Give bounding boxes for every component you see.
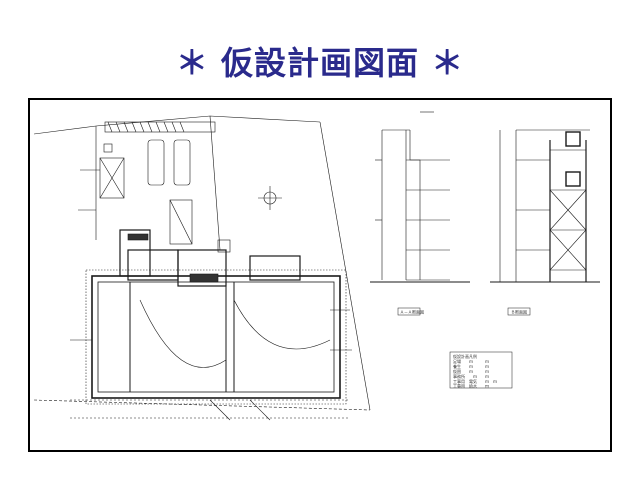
core-block-right bbox=[249, 255, 301, 281]
drawing-frame: Ａ－Ａ断面図 Ｂ断面図 仮設計画凡例 足場 ｍ ｍ 養生 ｍ ｍ 仮囲 ｍ ｍ … bbox=[28, 98, 612, 452]
arc-right bbox=[233, 299, 331, 350]
legend-line-5: 工事用 電気 ｍ ｍ bbox=[453, 378, 497, 384]
elevator-box bbox=[217, 239, 231, 253]
title-text: 仮設計画図面 bbox=[220, 44, 419, 82]
legend-line-1: 足場 ｍ ｍ bbox=[453, 358, 489, 364]
vehicle-2 bbox=[173, 139, 191, 186]
construction-plan-drawing: Ａ－Ａ断面図 Ｂ断面図 仮設計画凡例 足場 ｍ ｍ 養生 ｍ ｍ 仮囲 ｍ ｍ … bbox=[33, 111, 600, 421]
site-office-annex bbox=[103, 143, 113, 153]
site-boundary-mid bbox=[209, 115, 221, 251]
building-outline bbox=[91, 275, 341, 399]
legend-line-6: 工事用 給水 ｍ bbox=[453, 383, 489, 389]
hatch-zone-1 bbox=[189, 273, 219, 283]
page-title: ＊ 仮設計画図面 ＊ bbox=[0, 38, 640, 84]
parking-hatch-top bbox=[104, 121, 216, 133]
elevation-a bbox=[370, 111, 470, 283]
building-inner bbox=[97, 281, 335, 393]
arc-left bbox=[139, 299, 227, 368]
legend-line-3: 仮囲 ｍ ｍ bbox=[453, 368, 489, 374]
title-star-right: ＊ bbox=[431, 44, 465, 82]
core-block-center bbox=[177, 249, 227, 287]
elevation-a-label: Ａ－Ａ断面図 bbox=[400, 309, 424, 315]
elevation-b bbox=[490, 129, 600, 283]
elevation-b-window-2 bbox=[565, 171, 581, 187]
elevation-b-window-1 bbox=[565, 131, 581, 147]
legend-line-4: 事務所 ｍ ｍ bbox=[453, 373, 489, 379]
hatch-zone-2 bbox=[127, 233, 149, 241]
site-boundary-bottom bbox=[33, 399, 371, 411]
vehicle-1 bbox=[147, 139, 165, 186]
parking-hatch-lines bbox=[107, 121, 185, 133]
site-boundary bbox=[33, 115, 321, 135]
truck-path bbox=[169, 199, 193, 245]
site-boundary-right bbox=[319, 121, 371, 411]
scaffold-perimeter bbox=[85, 269, 347, 405]
site-office bbox=[99, 157, 125, 199]
legend-title: 仮設計画凡例 bbox=[453, 353, 477, 359]
legend-box: 仮設計画凡例 足場 ｍ ｍ 養生 ｍ ｍ 仮囲 ｍ ｍ 事務所 ｍ ｍ 工事用 … bbox=[449, 351, 513, 389]
elevation-b-label: Ｂ断面図 bbox=[511, 309, 527, 315]
stair-core-left bbox=[119, 229, 151, 277]
legend-line-2: 養生 ｍ ｍ bbox=[453, 363, 489, 369]
elevation-labels: Ａ－Ａ断面図 Ｂ断面図 bbox=[397, 307, 531, 316]
title-star-left: ＊ bbox=[175, 44, 209, 82]
